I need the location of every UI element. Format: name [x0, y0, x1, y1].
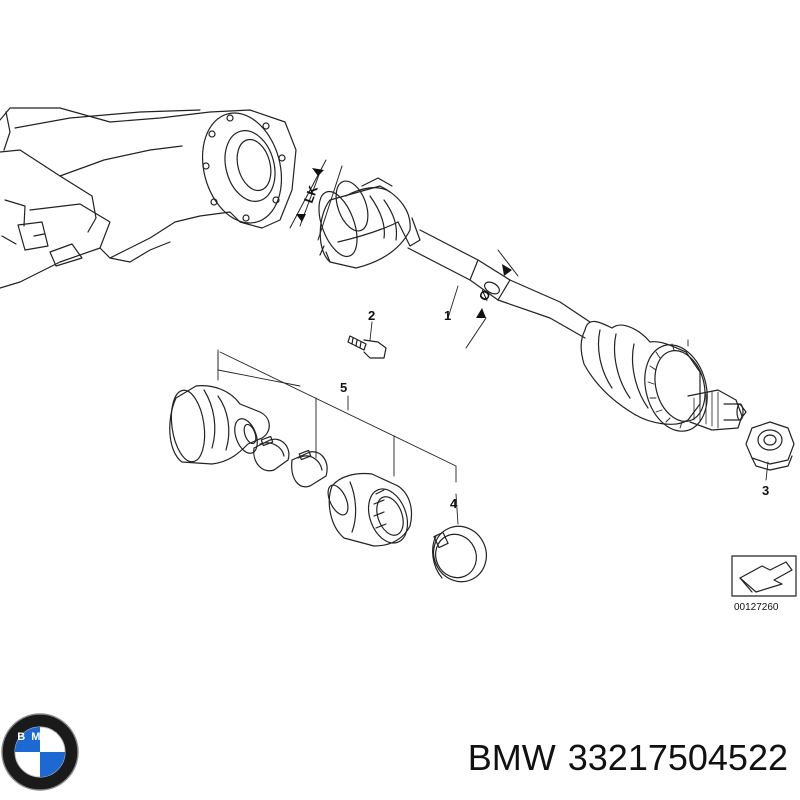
- boot-kit: [169, 385, 413, 547]
- bmw-logo: BMW: [1, 713, 79, 791]
- length-dimension-label: LK: [301, 183, 321, 205]
- nut-part: [745, 421, 795, 471]
- drive-shaft: [318, 177, 747, 432]
- callout-3: 3: [762, 483, 769, 498]
- clamp-part: [432, 525, 487, 583]
- callout-5: 5: [340, 380, 347, 395]
- brand-name: BMW: [467, 737, 556, 778]
- bmw-logo-text: BMW: [17, 731, 63, 743]
- callout-4: 4: [450, 496, 458, 511]
- document-reference-icon: [731, 555, 797, 597]
- leader-lines: [217, 285, 769, 525]
- part-caption: BMW 33217504522: [408, 732, 788, 784]
- part-number: 33217504522: [567, 737, 788, 778]
- diameter-dimension-label: Ø: [476, 287, 494, 303]
- document-number: 00127260: [734, 602, 779, 613]
- callout-1: 1: [444, 308, 451, 323]
- differential-housing: [0, 107, 297, 289]
- callout-2: 2: [368, 308, 375, 323]
- bolt-part: [347, 335, 387, 359]
- dimension-marks: [289, 159, 519, 349]
